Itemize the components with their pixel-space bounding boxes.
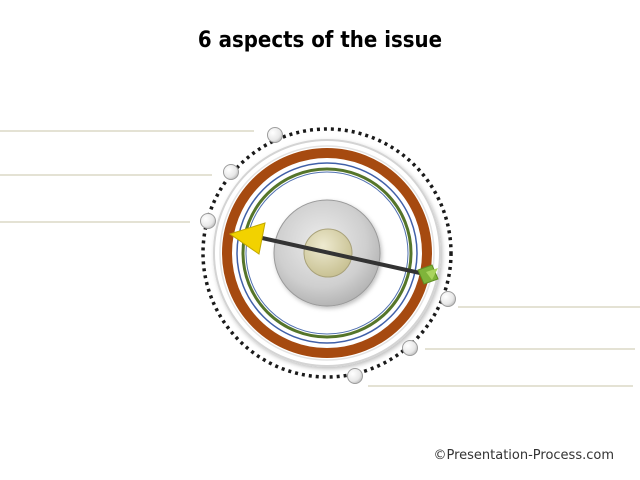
aspect-markers bbox=[200, 127, 456, 384]
green-ring bbox=[241, 167, 413, 339]
yellow-arrowhead bbox=[228, 222, 266, 255]
aspect-marker-1 bbox=[267, 127, 283, 143]
outer-brown-ring bbox=[222, 148, 432, 358]
dotted-ring bbox=[201, 127, 453, 379]
slide-title: 6 aspects of the issue bbox=[197, 28, 443, 53]
blue-ring bbox=[236, 162, 418, 344]
inner-blue-edge bbox=[245, 171, 409, 335]
leader-lines-right bbox=[368, 306, 640, 387]
green-fletching-tip bbox=[426, 268, 438, 280]
aspect-marker-2 bbox=[223, 164, 239, 180]
pointer-shaft bbox=[260, 236, 422, 275]
aspect-marker-6 bbox=[347, 368, 363, 384]
outer-plate-inner-edge bbox=[219, 145, 435, 361]
aspect-marker-5 bbox=[402, 340, 418, 356]
leader-lines-left bbox=[0, 130, 254, 223]
aspect-marker-4 bbox=[440, 291, 456, 307]
copyright-notice: ©Presentation-Process.com bbox=[433, 448, 614, 463]
aspect-marker-3 bbox=[200, 213, 216, 229]
